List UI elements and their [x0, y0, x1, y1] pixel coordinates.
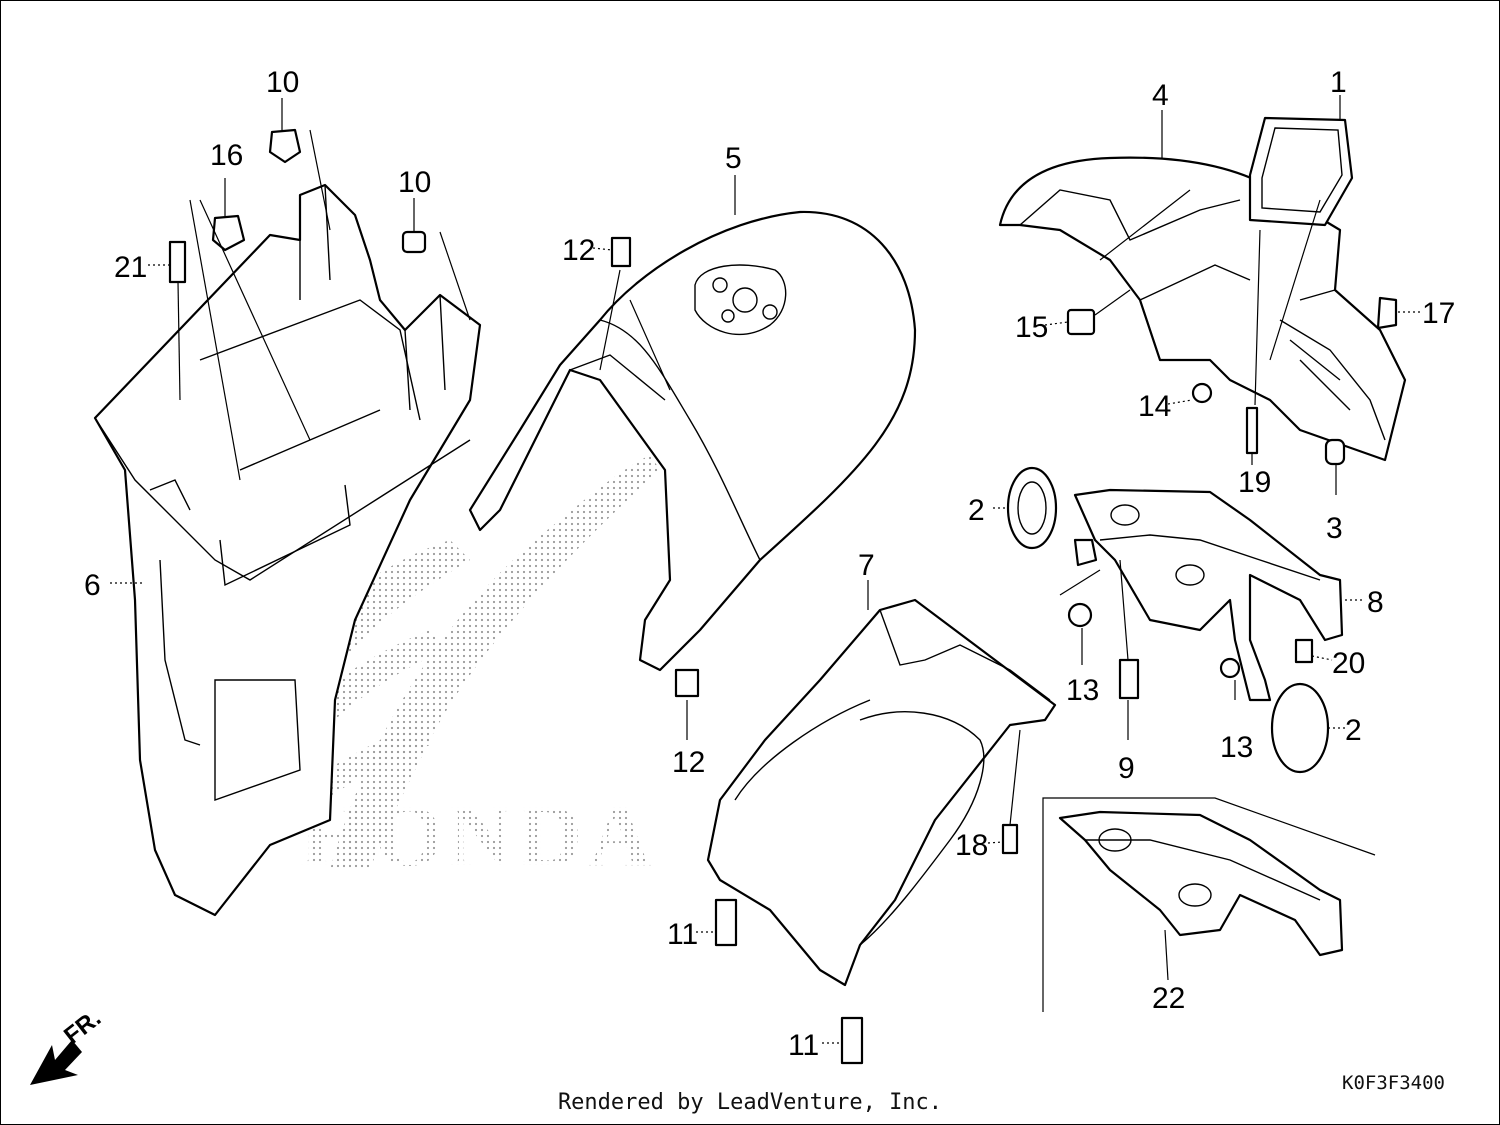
callout-14: 14 — [1138, 390, 1171, 423]
part-2-grommet-upper — [1006, 466, 1058, 550]
part-4-fender-upper — [998, 156, 1407, 462]
leader-lines — [110, 95, 1420, 1044]
callout-19: 19 — [1238, 466, 1271, 499]
callout-13: 13 — [1066, 674, 1099, 707]
callout-10: 10 — [266, 66, 299, 99]
callout-2: 2 — [1345, 714, 1362, 747]
part-1-reflector — [1248, 116, 1354, 227]
callout-2: 2 — [968, 494, 985, 527]
callout-9: 9 — [1118, 752, 1135, 785]
callout-17: 17 — [1422, 297, 1455, 330]
callout-1: 1 — [1330, 66, 1347, 99]
callout-20: 20 — [1332, 647, 1365, 680]
diagram-code: K0F3F3400 — [1342, 1072, 1445, 1094]
callout-13: 13 — [1220, 731, 1253, 764]
callout-5: 5 — [725, 142, 742, 175]
part-8-bracket — [1073, 488, 1344, 702]
fasteners — [168, 128, 1398, 1065]
front-direction-label: FR. — [59, 1005, 106, 1050]
callout-22: 22 — [1152, 982, 1185, 1015]
callout-8: 8 — [1367, 586, 1384, 619]
front-direction-arrow: FR. — [30, 1005, 106, 1085]
callout-12: 12 — [562, 234, 595, 267]
callout-11: 11 — [788, 1029, 819, 1062]
callout-6: 6 — [84, 569, 101, 602]
footer-credit: Rendered by LeadVenture, Inc. — [557, 1090, 943, 1115]
part-2-grommet-lower — [1270, 682, 1330, 774]
callout-10: 10 — [398, 166, 431, 199]
callout-18: 18 — [955, 829, 988, 862]
part-7-splash-guard — [706, 598, 1057, 987]
callout-labels: 1 2 2 3 4 5 6 7 8 9 10 10 11 11 12 12 13… — [84, 66, 1455, 1062]
callout-21: 21 — [114, 251, 147, 284]
callout-11: 11 — [667, 918, 698, 951]
callout-12: 12 — [672, 746, 705, 779]
part-5-rear-fender — [468, 210, 917, 672]
callout-3: 3 — [1326, 512, 1343, 545]
callout-16: 16 — [210, 139, 243, 172]
part-22-bracket-alt — [1042, 797, 1376, 1012]
callout-15: 15 — [1015, 311, 1048, 344]
callout-4: 4 — [1152, 79, 1169, 112]
callout-7: 7 — [858, 549, 875, 582]
honda-brand-watermark: HONDA — [300, 788, 658, 885]
part-6-inner-fender — [93, 183, 482, 917]
